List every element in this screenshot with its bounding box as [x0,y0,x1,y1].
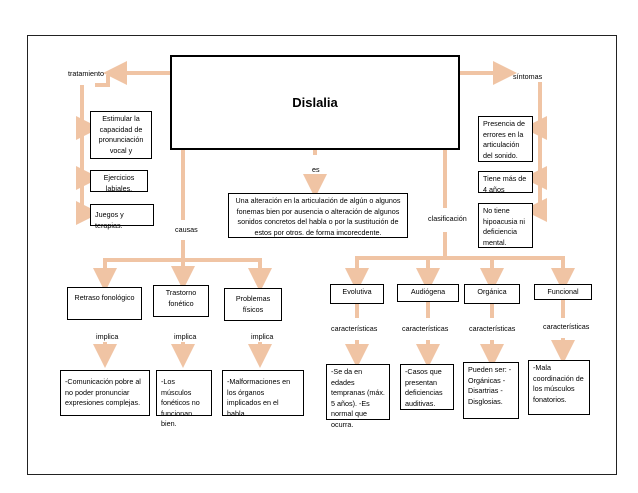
label-es: es [312,165,320,174]
label-implica-1: implica [96,332,119,341]
clasificacion-detail-1: -Se da en edades tempranas (máx. 5 años)… [326,364,390,429]
clasificacion-detail-2: -Casos que presentan deficiencias auditi… [400,364,454,410]
causa-trastorno-fonetico: Trastorno fonético [153,285,209,317]
clasificacion-audiogena: Audiógena [397,284,459,302]
clasificacion-organica: Orgánica [464,284,520,304]
label-causas: causas [175,225,198,234]
label-sintomas: síntomas [513,72,543,81]
sintomas-box-1: Presencia de errores en la articulación … [478,116,533,162]
clasificacion-detail-3: Pueden ser: -Orgánicas -Disartrias -Disg… [463,362,519,419]
sintomas-box-3: No tiene hipoacusia ni deficiencia menta… [478,203,533,248]
clasificacion-funcional: Funcional [534,284,592,300]
sintomas-box-2: Tiene más de 4 años [478,171,533,194]
central-concept-box: Dislalia [170,55,460,150]
label-caracteristicas-3: características [469,324,516,333]
label-clasificacion: clasificación [428,214,467,223]
label-caracteristicas-4: características [543,322,590,331]
causa-detail-3: -Malformaciones en los órganos implicado… [222,370,304,418]
label-caracteristicas-1: características [331,324,378,333]
label-implica-2: implica [174,332,197,341]
clasificacion-detail-4: -Mala coordinación de los músculos fonat… [528,360,590,415]
causa-detail-2: -Los músculos fonéticos no funcionan bie… [156,370,212,428]
label-implica-3: implica [251,332,274,341]
causa-detail-1: -Comunicación pobre al no poder pronunci… [60,370,150,416]
diagram-frame [27,35,617,475]
tratamiento-box-3: Juegos y terapias. [90,204,154,230]
tratamiento-box-1: Estimular la capacidad de pronunciación … [90,111,152,159]
definition-box: Una alteración en la articulación de alg… [228,193,408,238]
label-caracteristicas-2: características [402,324,449,333]
diagram-title: Dislalia [292,95,338,110]
clasificacion-evolutiva: Evolutiva [330,284,384,304]
causa-retraso-fonologico: Retraso fonológico [67,287,142,320]
label-tratamiento: tratamiento [68,69,104,78]
tratamiento-box-2: Ejercicios labiales. [90,170,148,193]
causa-problemas-fisicos: Problemas físicos [224,288,282,321]
